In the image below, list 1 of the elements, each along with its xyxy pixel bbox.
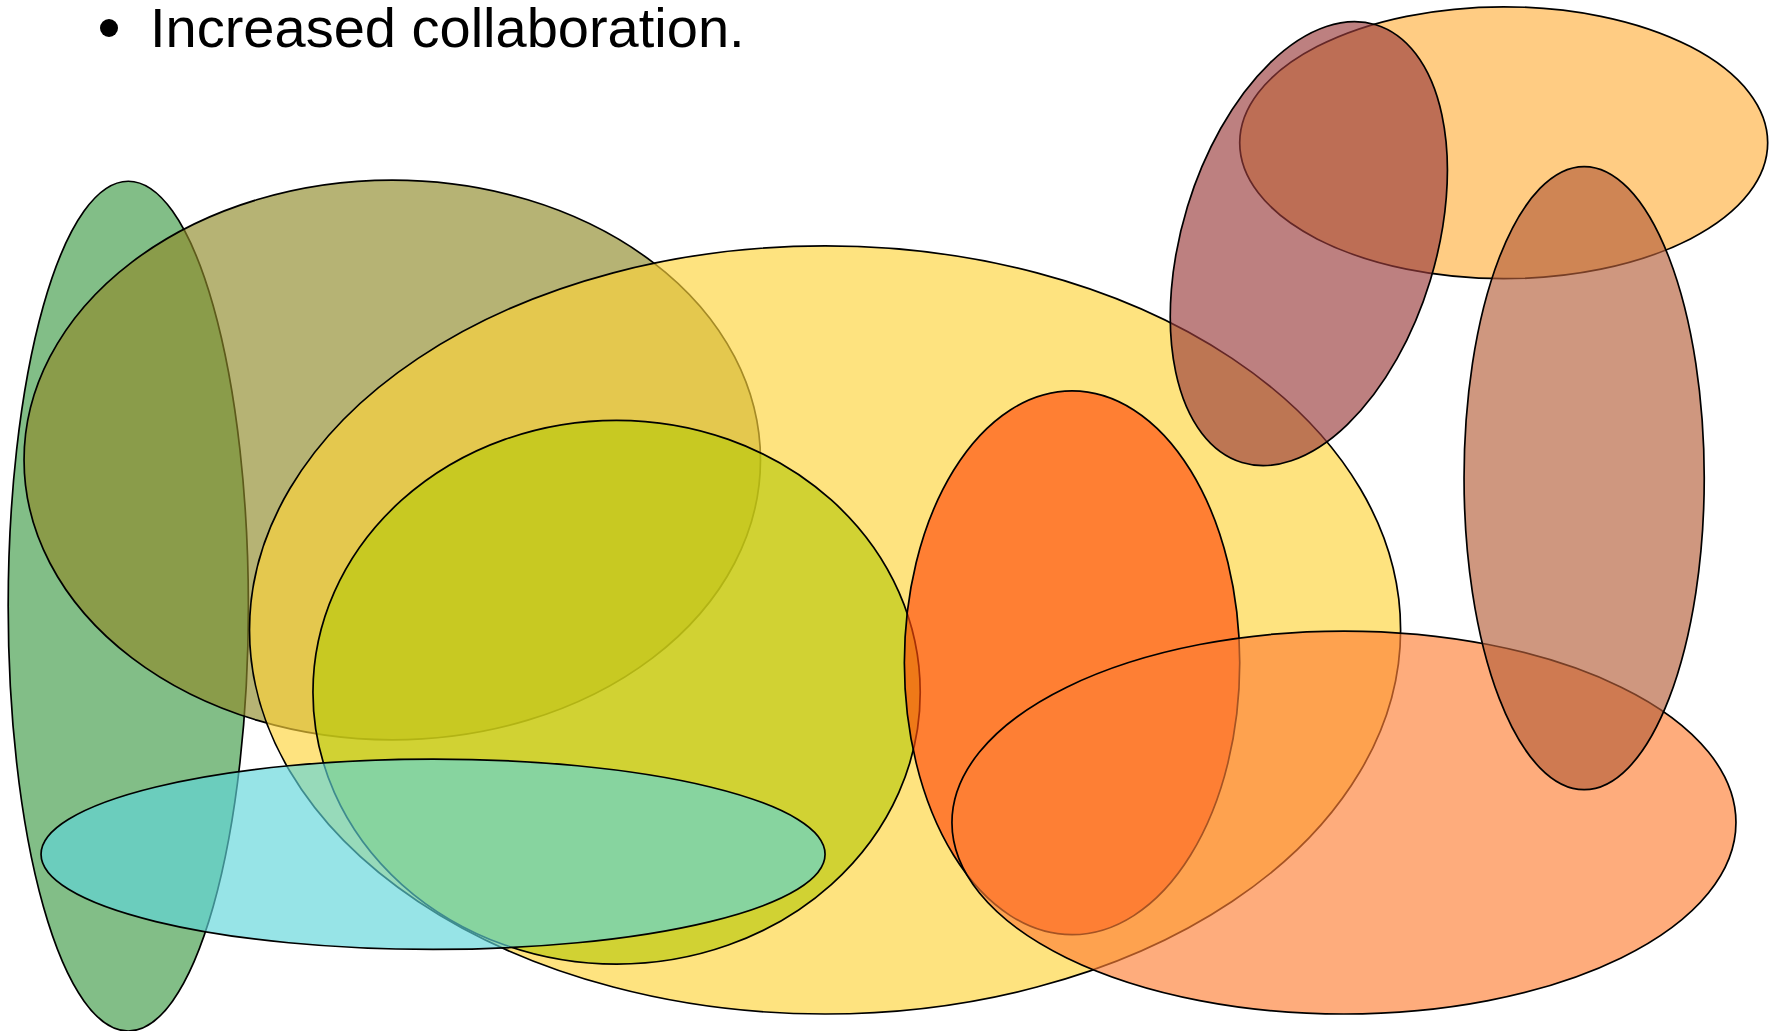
bullet-text: Increased collaboration. [150, 0, 745, 60]
